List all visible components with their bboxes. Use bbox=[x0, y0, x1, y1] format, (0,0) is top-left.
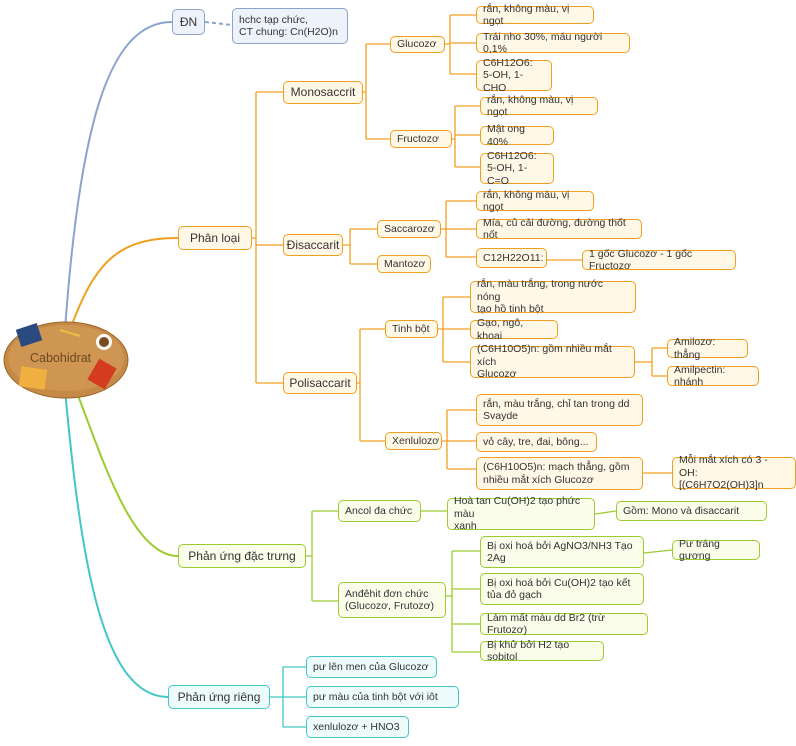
tinh-bot-item[interactable]: Gạo, ngô, khoai bbox=[470, 317, 558, 342]
dn-detail-node[interactable]: hchc tạp chức, CT chung: Cn(H2O)n bbox=[232, 8, 348, 44]
fructozo-node[interactable]: Fructozơ bbox=[390, 130, 452, 148]
cabohidrat-root-illustration bbox=[3, 321, 129, 399]
andehit-item[interactable]: Làm mất màu dd Br2 (trừ Frutozơ) bbox=[480, 612, 648, 636]
tinh-bot-item[interactable]: rắn, màu trắng, trong nước nóng tạo hồ t… bbox=[470, 278, 636, 315]
andehit-node[interactable]: Anđêhit đơn chức (Glucozơ, Frutozơ) bbox=[338, 582, 446, 618]
glucozo-node[interactable]: Glucozơ bbox=[390, 36, 445, 53]
amilopectin-node[interactable]: Amilpectin: nhánh bbox=[667, 364, 759, 388]
dn-node[interactable]: ĐN bbox=[172, 9, 205, 35]
ancol-item[interactable]: Hoà tan Cu(OH)2 tạo phức màu xanh bbox=[447, 495, 595, 532]
glucozo-item[interactable]: Trái nho 30%, máu người 0,1% bbox=[476, 31, 630, 55]
xenlulozo-detail[interactable]: Mỗi mắt xích có 3 - OH: [(C6H7O2(OH)3]n bbox=[672, 454, 796, 491]
rieng-item[interactable]: pư màu của tinh bột với iôt bbox=[306, 686, 459, 708]
saccarozo-item[interactable]: C12H22O11: bbox=[476, 248, 547, 268]
trang-guong-node[interactable]: Pư tráng gương bbox=[672, 538, 760, 562]
xenlulozo-item[interactable]: (C6H10O5)n: mạch thẳng, gồm nhiều mắt xí… bbox=[476, 457, 643, 490]
andehit-item[interactable]: Bị oxi hoá bởi Cu(OH)2 tạo kết tủa đỏ gạ… bbox=[480, 573, 644, 605]
ancol-detail[interactable]: Gồm: Mono và đisaccarit bbox=[616, 501, 767, 521]
saccarozo-item[interactable]: Mía, củ cải đường, đường thốt nốt bbox=[476, 217, 642, 241]
phan-ung-dac-trung-node[interactable]: Phản ứng đặc trưng bbox=[178, 544, 306, 568]
saccarozo-node[interactable]: Saccarozơ bbox=[377, 220, 441, 238]
fructozo-item[interactable]: C6H12O6: 5-OH, 1-C=O bbox=[480, 150, 554, 187]
fructozo-item[interactable]: rắn, không màu, vị ngọt bbox=[480, 94, 598, 118]
xenlulozo-item[interactable]: vỏ cây, tre, đai, bông... bbox=[476, 432, 597, 452]
amilozo-node[interactable]: Amilozơ: thẳng bbox=[667, 336, 748, 361]
monosaccrit-node[interactable]: Monosaccrit bbox=[283, 81, 363, 104]
xenlulozo-node[interactable]: Xenlulozơ bbox=[385, 432, 442, 450]
saccarozo-item[interactable]: rắn, không màu, vị ngọt bbox=[476, 189, 594, 213]
polisaccarit-node[interactable]: Polisaccarit bbox=[283, 372, 357, 394]
phan-loai-node[interactable]: Phân loại bbox=[178, 226, 252, 250]
phan-ung-rieng-node[interactable]: Phản ứng riêng bbox=[168, 685, 270, 709]
disaccarit-node[interactable]: Đisaccarit bbox=[283, 234, 343, 256]
glucozo-item[interactable]: rắn, không màu, vị ngọt bbox=[476, 3, 594, 27]
root-node-label[interactable]: Cabohidrat bbox=[30, 351, 92, 365]
mantozo-node[interactable]: Mantozơ bbox=[377, 255, 431, 273]
tinh-bot-item[interactable]: (C6H10O5)n: gồm nhiều mắt xích Glucozơ bbox=[470, 343, 635, 380]
xenlulozo-item[interactable]: rắn, màu trắng, chỉ tan trong dd Svayde bbox=[476, 394, 643, 426]
saccarozo-formula-detail[interactable]: 1 gốc Glucozơ - 1 gốc Fructozơ bbox=[582, 248, 736, 272]
andehit-item[interactable]: Bị oxi hoá bởi AgNO3/NH3 Tạo 2Ag bbox=[480, 536, 644, 568]
glucozo-item[interactable]: C6H12O6: 5-OH, 1-CHO bbox=[476, 57, 552, 94]
fructozo-item[interactable]: Mật ong 40% bbox=[480, 123, 554, 148]
ancol-node[interactable]: Ancol đa chức bbox=[338, 500, 421, 522]
rieng-item[interactable]: pư lên men của Glucozơ bbox=[306, 656, 437, 678]
tinh-bot-node[interactable]: Tinh bột bbox=[385, 320, 438, 338]
rieng-item[interactable]: xenlulozơ + HNO3 bbox=[306, 716, 409, 738]
andehit-item[interactable]: Bị khử bởi H2 tạo sobitol bbox=[480, 639, 604, 663]
